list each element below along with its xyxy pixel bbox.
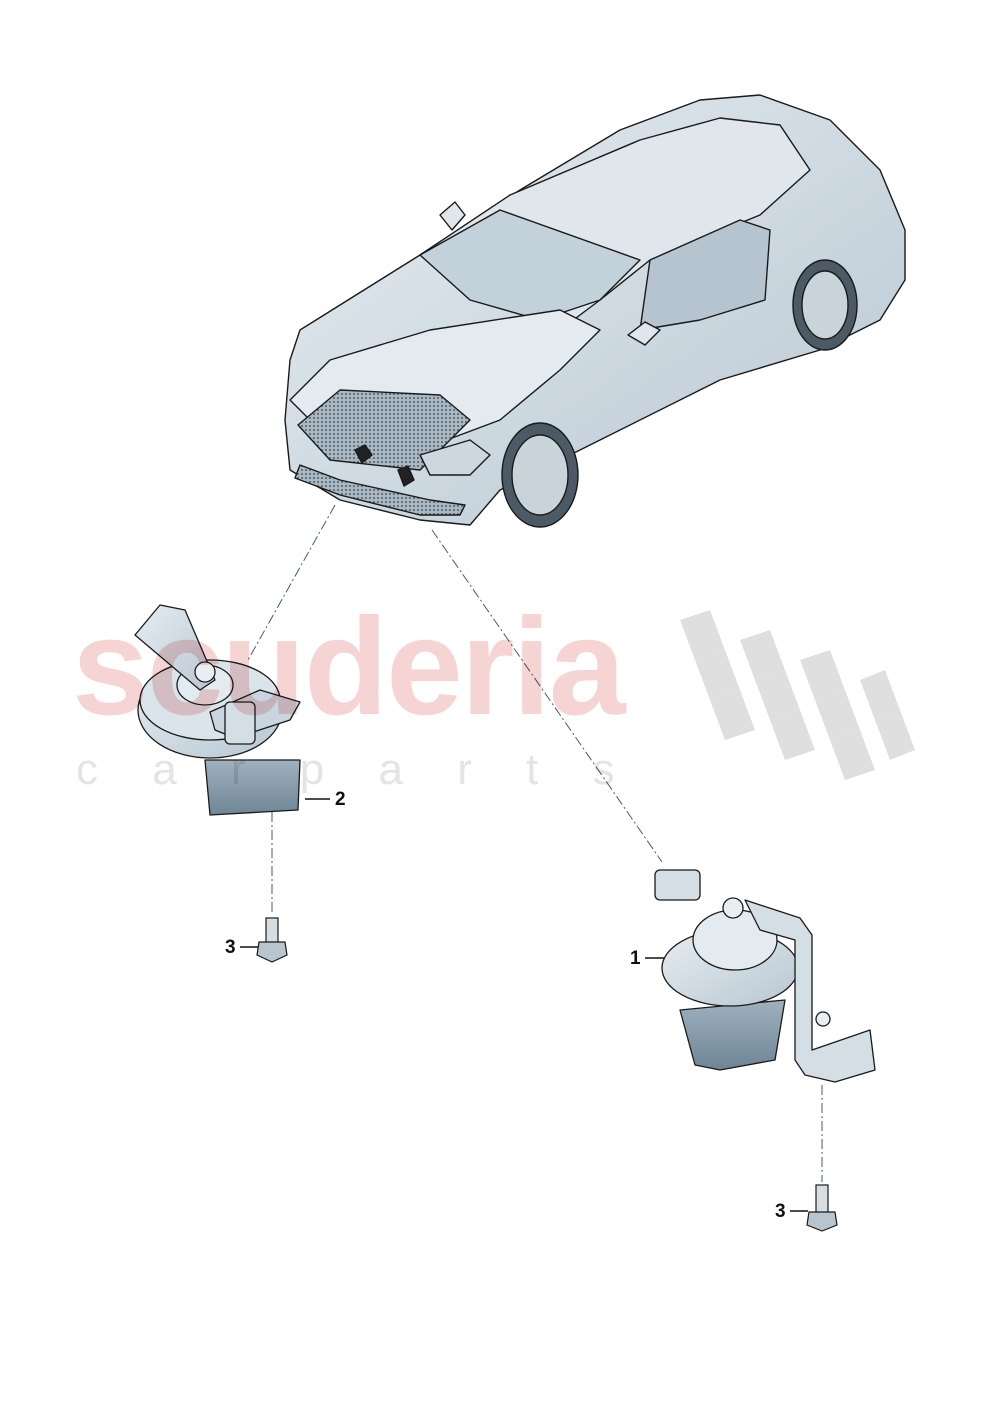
callout-2[interactable]: 2 <box>335 789 346 810</box>
callout-3-left[interactable]: 3 <box>225 937 236 958</box>
horn-left[interactable] <box>134 604 301 816</box>
leader-lines <box>247 504 823 1182</box>
bolt-right[interactable] <box>806 1184 838 1232</box>
horn-right[interactable] <box>654 869 876 1083</box>
watermark-sub: c a r p a r t s <box>76 745 636 794</box>
bolt-left[interactable] <box>256 917 288 963</box>
checker-flag-watermark <box>680 610 915 780</box>
watermark-brand: scuderia <box>72 590 626 744</box>
callout-3-right[interactable]: 3 <box>775 1201 786 1222</box>
car-illustration <box>284 94 906 528</box>
callout-1[interactable]: 1 <box>630 948 641 969</box>
